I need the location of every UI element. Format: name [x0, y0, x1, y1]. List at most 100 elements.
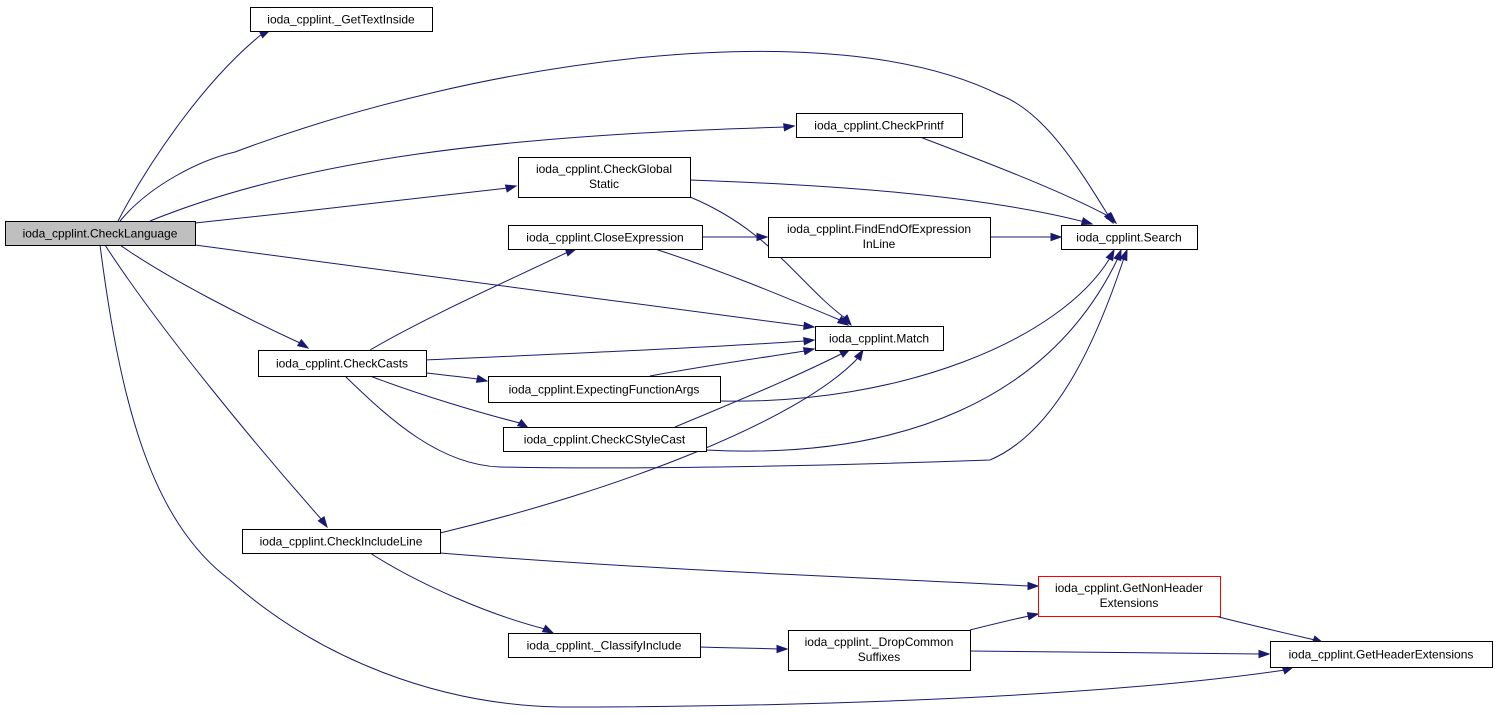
- arrow-head: [776, 644, 789, 654]
- edge-check_global_static-to-match: [689, 196, 852, 327]
- nodes-layer: ioda_cpplint.CheckLanguage ioda_cpplint._…: [5, 7, 1493, 671]
- edge-check_c_style_cast-to-search: [705, 248, 1122, 452]
- arrow-head: [836, 315, 850, 326]
- node-box: [508, 225, 703, 250]
- node-check-include-line[interactable]: ioda_cpplint.CheckIncludeLine: [242, 529, 441, 554]
- edge-line: [149, 126, 787, 222]
- arrow-head: [1050, 232, 1063, 242]
- node-label: ioda_cpplint.GetHeaderExtensions: [1289, 648, 1474, 662]
- node-box: [508, 633, 701, 658]
- node-box: [815, 326, 944, 351]
- edge-classify_include-to-drop_common_suffixes: [699, 644, 789, 654]
- node-check-c-style-cast[interactable]: ioda_cpplint.CheckCStyleCast: [503, 427, 707, 452]
- node-label: ioda_cpplint.CheckCasts: [276, 357, 408, 371]
- node-label: ioda_cpplint.CheckCStyleCast: [524, 433, 686, 447]
- edge-check_include_line-to-match: [439, 348, 864, 534]
- arrow-head: [756, 232, 769, 242]
- edge-line: [119, 50, 1109, 222]
- edge-check_casts-to-search: [344, 248, 1128, 469]
- edge-line: [104, 244, 323, 521]
- edge-line: [369, 251, 569, 351]
- edge-check_printf-to-search: [919, 136, 1118, 225]
- arrow-head: [296, 338, 310, 349]
- edge-line: [654, 248, 841, 321]
- edge-line: [344, 257, 1125, 469]
- node-label: ioda_cpplint.CheckIncludeLine: [260, 535, 423, 549]
- node-classify-include[interactable]: ioda_cpplint._ClassifyInclude: [508, 633, 701, 658]
- arrow-head: [783, 123, 796, 132]
- node-label: ioda_cpplint._DropCommon: [805, 635, 954, 649]
- node-label: ioda_cpplint.Search: [1076, 231, 1181, 245]
- edge-line: [369, 375, 521, 424]
- arrow-head: [853, 348, 864, 362]
- arrow-head: [1026, 612, 1040, 621]
- edge-check_language-to-check_global_static: [194, 184, 518, 224]
- node-check-casts[interactable]: ioda_cpplint.CheckCasts: [258, 350, 427, 377]
- arrow-head: [1113, 248, 1122, 262]
- arrow-head: [803, 321, 816, 331]
- node-expecting-function-args[interactable]: ioda_cpplint.ExpectingFunctionArgs: [488, 376, 721, 403]
- node-check-language[interactable]: ioda_cpplint.CheckLanguage: [5, 221, 196, 246]
- edge-line: [705, 257, 1119, 452]
- edge-line: [194, 187, 509, 224]
- edge-check_language-to-match: [194, 244, 816, 331]
- edge-check_language-to-get_header_extensions: [99, 244, 1295, 708]
- arrow-head: [1105, 212, 1118, 225]
- node-label: ioda_cpplint.CloseExpression: [526, 231, 683, 245]
- node-box: [503, 427, 707, 452]
- arrow-head: [317, 516, 328, 529]
- edge-check_casts-to-expecting_function_args: [425, 372, 489, 383]
- node-label: Static: [589, 177, 619, 191]
- edge-line: [674, 352, 844, 428]
- edge-drop_common_suffixes-to-get_header_extensions: [969, 649, 1271, 659]
- edge-line: [719, 257, 1111, 402]
- node-box: [488, 376, 721, 403]
- edge-line: [1214, 615, 1316, 641]
- node-label: ioda_cpplint.GetNonHeader: [1055, 581, 1203, 595]
- edge-line: [439, 552, 1030, 587]
- edge-check_global_static-to-search: [689, 179, 1094, 226]
- node-label: ioda_cpplint.CheckLanguage: [23, 227, 178, 241]
- node-search[interactable]: ioda_cpplint.Search: [1061, 225, 1198, 250]
- arrow-head: [1080, 217, 1094, 226]
- node-box: [1270, 641, 1493, 668]
- edge-line: [969, 615, 1030, 631]
- edge-line: [969, 650, 1261, 655]
- node-match[interactable]: ioda_cpplint.Match: [815, 326, 944, 351]
- node-box: [1061, 225, 1198, 250]
- edge-check_language-to-check_printf: [149, 123, 796, 222]
- arrow-head: [803, 336, 816, 346]
- node-label: Extensions: [1100, 596, 1159, 610]
- edge-line: [689, 179, 1086, 223]
- node-label: Suffixes: [858, 650, 900, 664]
- node-get-text-inside[interactable]: ioda_cpplint._GetTextInside: [250, 7, 433, 32]
- node-get-header-extensions[interactable]: ioda_cpplint.GetHeaderExtensions: [1270, 641, 1493, 668]
- edge-drop_common_suffixes-to-get_non_header_extensions: [969, 612, 1040, 631]
- node-label: ioda_cpplint.CheckPrintf: [814, 119, 944, 133]
- node-box: [788, 630, 971, 671]
- edge-get_non_header_extensions-to-get_header_extensions: [1214, 615, 1325, 644]
- arrow-head: [1027, 581, 1040, 591]
- edge-close_expression-to-match: [654, 248, 850, 326]
- edge-check_language-to-get_text_inside: [117, 29, 272, 222]
- edge-line: [699, 646, 779, 650]
- edge-line: [425, 372, 479, 380]
- node-box: [5, 221, 196, 246]
- arrow-head: [802, 347, 816, 356]
- edge-check_include_line-to-classify_include: [369, 552, 555, 634]
- edge-line: [119, 244, 301, 344]
- edge-line: [439, 357, 859, 534]
- edge-line: [919, 136, 1111, 218]
- edge-line: [194, 244, 806, 327]
- node-check-printf[interactable]: ioda_cpplint.CheckPrintf: [796, 113, 963, 138]
- arrow-head: [504, 184, 518, 193]
- node-box: [258, 350, 427, 377]
- node-close-expression[interactable]: ioda_cpplint.CloseExpression: [508, 225, 703, 250]
- arrow-head: [564, 248, 578, 257]
- node-label: ioda_cpplint.Match: [829, 332, 929, 346]
